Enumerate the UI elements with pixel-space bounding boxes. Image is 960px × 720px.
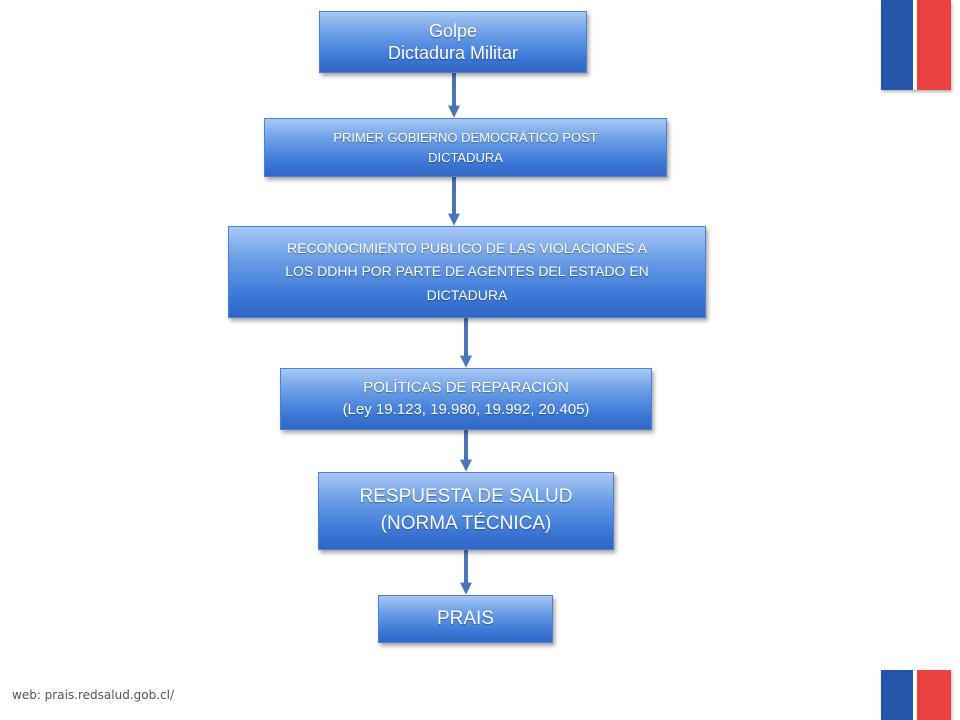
node-line: (Ley 19.123, 19.980, 19.992, 20.405)	[342, 401, 590, 418]
node-line: RESPUESTA DE SALUD	[359, 486, 573, 508]
node-reconocimiento: RECONOCIMIENTO PUBLICO DE LAS VIOLACIONE…	[228, 226, 706, 318]
node-line: DICTADURA	[428, 149, 503, 165]
node-line: RECONOCIMIENTO PUBLICO DE LAS VIOLACIONE…	[287, 240, 647, 257]
flag-chile-bottom-icon	[881, 670, 951, 720]
node-golpe-dictadura: Golpe Dictadura Militar	[319, 11, 587, 73]
node-respuesta-salud: RESPUESTA DE SALUD (NORMA TÉCNICA)	[318, 472, 614, 550]
flag-chile-top-icon	[881, 0, 951, 90]
node-prais: PRAIS	[378, 595, 553, 643]
node-line: (NORMA TÉCNICA)	[380, 513, 552, 534]
node-line: LOS DDHH POR PARTE DE AGENTES DEL ESTADO…	[285, 263, 649, 280]
node-line: Dictadura Militar	[387, 43, 519, 63]
node-primer-gobierno: PRIMER GOBIERNO DEMOCRÁTICO POST DICTADU…	[264, 118, 667, 177]
node-line: DICTADURA	[426, 286, 508, 303]
node-line: Golpe	[428, 20, 478, 41]
node-politicas-reparacion: POLÍTICAS DE REPARACIÓN (Ley 19.123, 19.…	[280, 368, 652, 430]
footer-url: web: prais.redsalud.gob.cl/	[12, 688, 174, 702]
node-line: PRIMER GOBIERNO DEMOCRÁTICO POST	[333, 130, 598, 145]
node-line: PRAIS	[436, 608, 495, 630]
node-line: POLÍTICAS DE REPARACIÓN	[363, 379, 569, 397]
